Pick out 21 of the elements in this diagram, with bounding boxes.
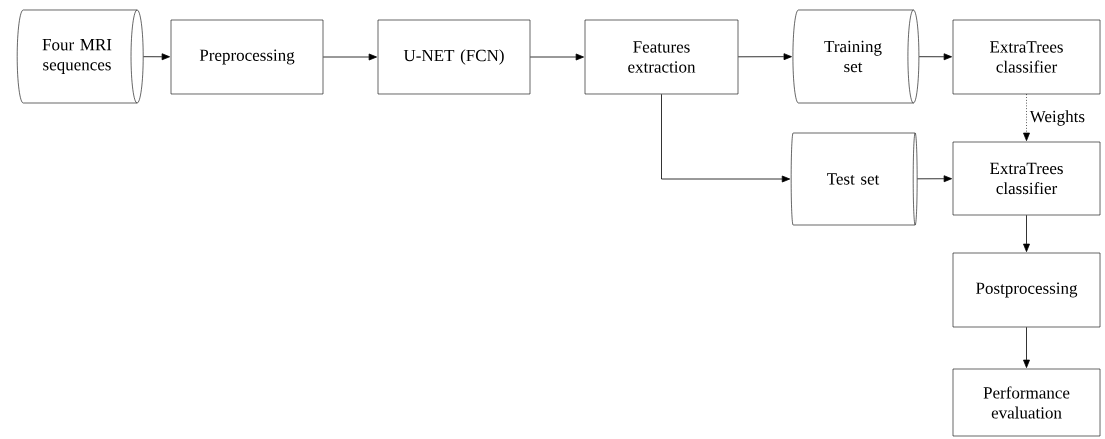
elbow-arrow [661, 93, 791, 183]
arrow [918, 53, 952, 61]
arrow [917, 175, 952, 183]
arrow [1023, 326, 1030, 368]
arrow [529, 53, 584, 61]
process-box: U-NET (FCN) [377, 19, 531, 95]
process-box: Features extraction [584, 19, 739, 95]
process-box: ExtraTrees classifier [952, 141, 1101, 216]
process-box: ExtraTrees classifier [952, 19, 1101, 95]
arrow [143, 53, 170, 61]
data-cylinder: Test set [790, 132, 918, 226]
process-box: Preprocessing [170, 19, 324, 95]
process-box: Postprocessing [952, 252, 1101, 328]
data-cylinder: Four MRI sequences [16, 9, 144, 104]
process-box: Performance evaluation [952, 368, 1101, 437]
edge-label: Weights [1029, 110, 1085, 126]
dotted-arrow [1023, 93, 1030, 141]
data-cylinder: Training set [792, 9, 920, 104]
arrow [1023, 214, 1030, 252]
arrow [737, 53, 792, 61]
arrow [322, 53, 377, 61]
